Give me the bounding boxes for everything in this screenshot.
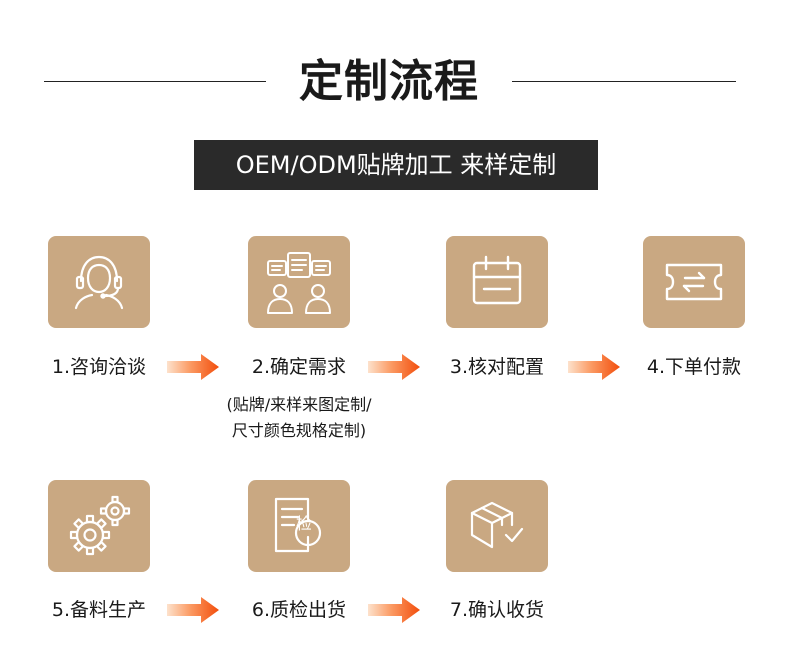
arrow-icon [368,354,420,380]
step-7-label: 7.确认收货 [449,599,545,621]
step-4-label: 4.下单付款 [646,356,742,378]
step-2-label: 2.确定需求 [251,356,347,378]
step-6-tile [248,480,350,572]
page-title: 定制流程 [299,56,479,107]
step-3-tile [446,236,548,328]
title-divider-left [44,81,266,82]
step-4-tile [643,236,745,328]
title-divider-right [512,81,736,82]
discussion-icon [267,252,331,314]
step-6-label: 6.质检出货 [251,599,347,621]
step-2-tile [248,236,350,328]
customer-service-icon [74,255,124,310]
calendar-icon [472,255,522,305]
inspection-document-icon [274,497,322,553]
ticket-exchange-icon [665,263,723,301]
step-3-label: 3.核对配置 [449,356,545,378]
step-5-label: 5.备料生产 [51,599,147,621]
gears-icon [69,495,131,556]
arrow-icon [568,354,620,380]
arrow-icon [368,597,420,623]
subtitle-banner: OEM/ODM贴牌加工 来样定制 [194,140,598,190]
step-1-tile [48,236,150,328]
step-2-note-line-2: 尺寸颜色规格定制) [231,421,367,440]
step-5-tile [48,480,150,572]
package-check-icon [470,501,524,549]
step-2-note-line-1: (贴牌/来样来图定制/ [226,395,372,414]
step-7-tile [446,480,548,572]
arrow-icon [167,354,219,380]
inspection-badge-text: 检 [295,514,312,533]
step-1-label: 1.咨询洽谈 [51,356,147,378]
arrow-icon [167,597,219,623]
